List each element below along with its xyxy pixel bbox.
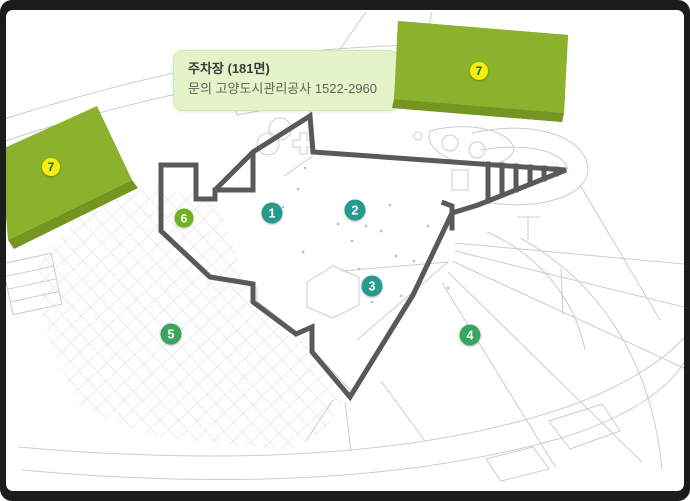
lattice-area xyxy=(38,188,347,450)
tooltip-contact: 문의 고양도시관리공사 1522-2960 xyxy=(188,80,377,96)
marker-zone-1[interactable]: 1 xyxy=(261,202,283,224)
tooltip-title: 주차장 (181면) xyxy=(188,61,270,76)
road-lines xyxy=(6,11,684,482)
marker-zone-2[interactable]: 2 xyxy=(344,199,366,221)
marker-zone-5[interactable]: 5 xyxy=(160,323,182,345)
marker-zone-4[interactable]: 4 xyxy=(459,324,481,346)
marker-layer: 1 2 3 4 5 6 7 7 xyxy=(6,10,684,491)
parking-lot-left[interactable] xyxy=(6,106,132,240)
marker-parking-7-right[interactable]: 7 xyxy=(470,62,488,80)
plaza-dots xyxy=(281,166,450,304)
marker-zone-6[interactable]: 6 xyxy=(174,208,194,228)
site-map: 주차장 (181면) 문의 고양도시관리공사 1522-2960 1 2 3 4 5 6 7… xyxy=(6,10,684,491)
marker-parking-7-left[interactable]: 7 xyxy=(42,158,60,176)
parking-lot-left-edge xyxy=(8,180,138,249)
marker-zone-3[interactable]: 3 xyxy=(361,275,383,297)
